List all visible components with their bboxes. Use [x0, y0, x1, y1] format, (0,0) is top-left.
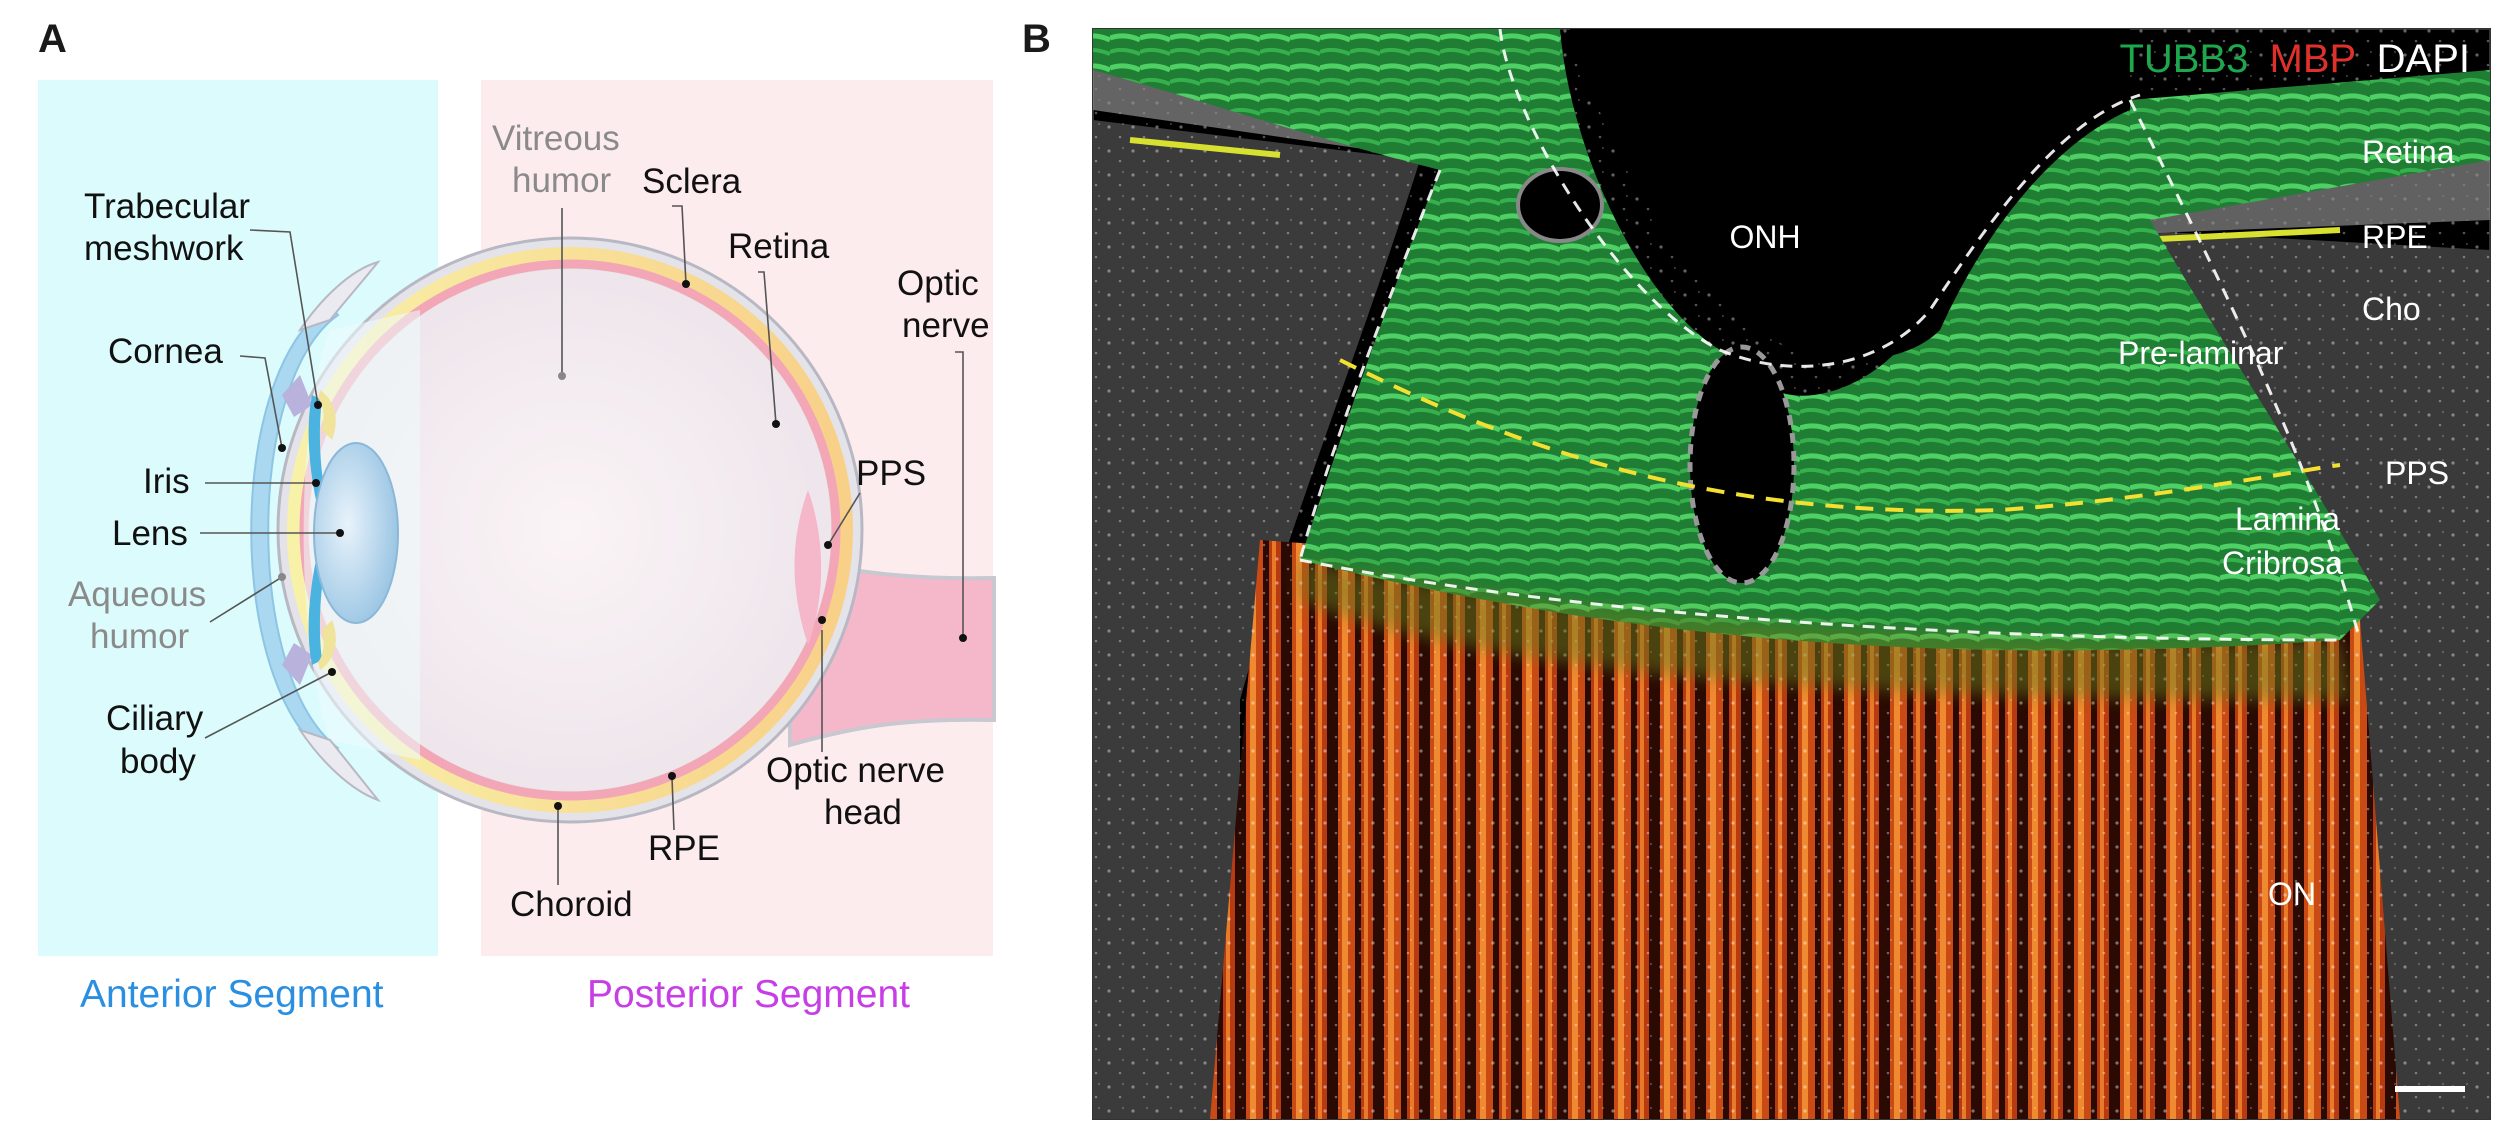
label-trabecular-1: Trabecular — [84, 187, 250, 226]
label-lamina-2: Cribrosa — [2222, 545, 2343, 581]
label-onh: ONH — [1729, 219, 1800, 255]
label-sclera: Sclera — [642, 162, 742, 201]
upper-lid-shape — [297, 260, 381, 332]
legend-dapi: DAPI — [2377, 37, 2470, 81]
label-cho: Cho — [2362, 291, 2421, 327]
label-ciliary-1: Ciliary — [106, 699, 204, 738]
vitreous-shape — [309, 269, 831, 791]
label-optic-nerve-1: Optic — [897, 264, 979, 303]
label-on: ON — [2268, 876, 2316, 912]
label-iris: Iris — [143, 462, 190, 501]
label-rpe-b: RPE — [2362, 219, 2428, 255]
legend-mbp: MBP — [2270, 37, 2356, 81]
panel-a: A Trabecular meshwork — [38, 17, 996, 1016]
label-optic-nerve-2: nerve — [902, 306, 990, 345]
label-pre-laminar: Pre-laminar — [2118, 335, 2284, 371]
label-vitreous-2: humor — [512, 161, 612, 200]
label-onh-2: head — [824, 793, 902, 832]
label-lens: Lens — [112, 514, 188, 553]
ciliary-top-shape — [318, 390, 336, 440]
ciliary-bottom-shape — [318, 620, 336, 670]
label-onh-1: Optic nerve — [766, 751, 945, 790]
anterior-segment-label: Anterior Segment — [80, 973, 384, 1016]
legend: TUBB3 MBP DAPI — [2119, 37, 2470, 81]
onh-dark-region — [1570, 29, 2130, 360]
posterior-segment-label: Posterior Segment — [587, 973, 910, 1016]
label-aqueous-1: Aqueous — [68, 575, 206, 614]
label-pps: PPS — [856, 454, 926, 493]
scale-bar — [2395, 1086, 2465, 1092]
lower-lid-shape — [297, 728, 381, 803]
panel-b-label: B — [1022, 17, 1051, 61]
label-ciliary-2: body — [120, 742, 196, 781]
label-pps-b: PPS — [2385, 455, 2449, 491]
optic-nerve-head-shape — [794, 490, 822, 645]
micrograph — [1093, 29, 2490, 1119]
trabecular-shape-top — [282, 375, 312, 417]
choroid-rpe-band — [287, 247, 853, 813]
label-vitreous-1: Vitreous — [492, 119, 620, 158]
legend-tubb3: TUBB3 — [2119, 37, 2248, 81]
central-vessel — [1687, 344, 1797, 586]
label-choroid: Choroid — [510, 885, 633, 924]
panel-a-label: A — [38, 17, 67, 61]
panel-b: B — [1022, 17, 2491, 1120]
label-retina: Retina — [728, 227, 830, 266]
label-lamina-1: Lamina — [2235, 501, 2340, 537]
iris-top-shape — [308, 395, 326, 500]
label-retina-b: Retina — [2362, 134, 2455, 170]
trabecular-shape-bottom — [282, 643, 312, 685]
label-rpe: RPE — [648, 829, 720, 868]
label-aqueous-2: humor — [90, 617, 190, 656]
label-trabecular-2: meshwork — [84, 229, 244, 268]
label-cornea: Cornea — [108, 332, 223, 371]
